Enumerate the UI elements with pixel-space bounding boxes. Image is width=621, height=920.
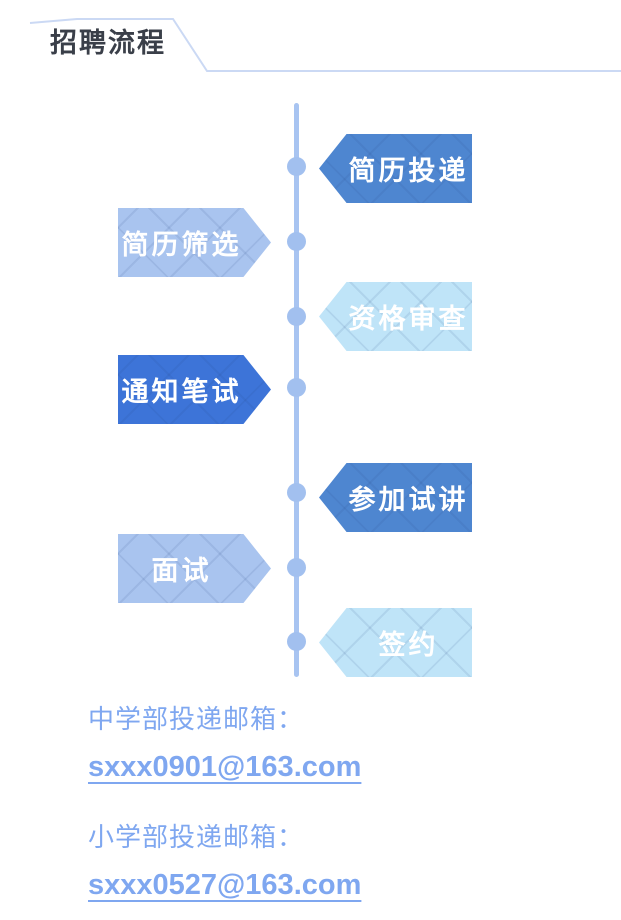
flow-step-banner: 资格审查 [319,282,472,351]
timeline-dot [287,232,306,251]
flow-step-label: 参加试讲 [348,485,469,515]
flow-step-label: 简历筛选 [121,230,242,260]
flow-step-banner: 简历筛选 [118,208,271,277]
timeline-dot [287,307,306,326]
primary-school-email-label: 小学部投递邮箱： [88,822,305,852]
flow-step-banner: 通知笔试 [118,355,271,424]
timeline-dot [287,632,306,651]
page-title: 招聘流程 [50,28,166,58]
timeline-dot [287,157,306,176]
middle-school-contact: 中学部投递邮箱： sxxx0901@163.com [88,702,361,784]
timeline-dot [287,558,306,577]
flow-step-label: 资格审查 [348,304,469,334]
primary-school-email-link[interactable]: sxxx0527@163.com [88,869,362,901]
flow-step-label: 简历投递 [348,156,469,186]
flow-step-label: 面试 [151,556,212,586]
flow-step-banner: 简历投递 [319,134,472,203]
middle-school-email-label: 中学部投递邮箱： [88,704,305,734]
timeline-dot [287,483,306,502]
flow-step-banner: 面试 [118,534,271,603]
flow-step-banner: 参加试讲 [319,463,472,532]
contact-section: 中学部投递邮箱： sxxx0901@163.com 小学部投递邮箱： sxxx0… [88,702,361,902]
middle-school-email-link[interactable]: sxxx0901@163.com [88,751,362,783]
header-decorative-line [29,18,621,72]
timeline-dot [287,378,306,397]
flow-step-label: 通知笔试 [121,377,242,407]
flow-step-label: 签约 [378,630,439,660]
flow-step-banner: 签约 [319,608,472,677]
primary-school-contact: 小学部投递邮箱： sxxx0527@163.com [88,820,361,902]
